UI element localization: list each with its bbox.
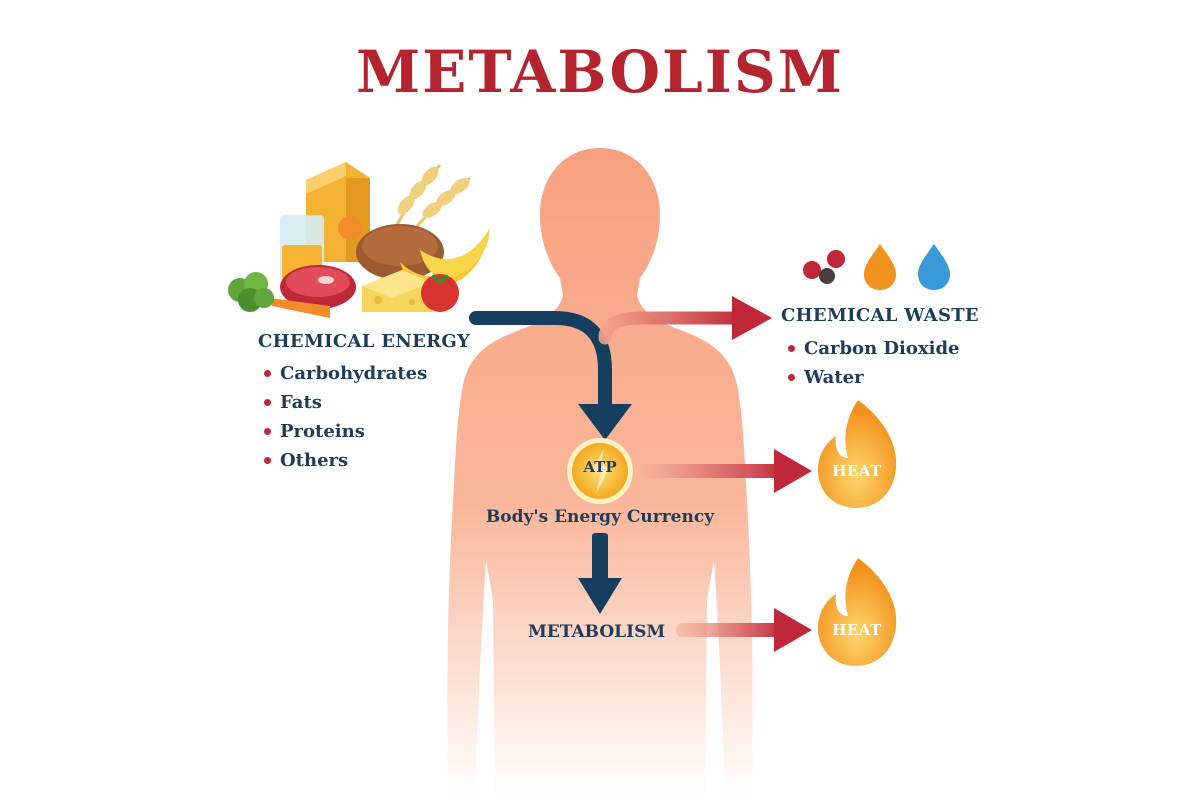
bullet-icon xyxy=(264,457,271,464)
list-item: Carbohydrates xyxy=(264,359,427,388)
chemical-waste-heading: CHEMICAL WASTE xyxy=(781,305,979,326)
atp-label: ATP xyxy=(583,458,617,476)
bullet-icon xyxy=(264,370,271,377)
list-item: Fats xyxy=(264,388,427,417)
page-title: METABOLISM xyxy=(355,38,845,106)
atp-coin-icon xyxy=(567,438,633,504)
list-item: Proteins xyxy=(264,417,427,446)
heat-label-bottom: HEAT xyxy=(832,621,882,639)
arrow-atp-to-heat xyxy=(640,464,782,478)
food-group-icon xyxy=(228,162,490,318)
bullet-icon xyxy=(264,428,271,435)
water-drop-icon xyxy=(918,244,950,290)
arrow-food-to-atp xyxy=(469,311,612,417)
oil-drop-icon xyxy=(864,244,896,290)
arrow-atp-to-metabolism xyxy=(592,533,608,585)
list-item: Carbon Dioxide xyxy=(788,334,959,363)
metabolism-label: METABOLISM xyxy=(528,622,666,642)
arrow-metabolism-to-heat-head xyxy=(774,608,812,652)
arrow-atp-to-heat-head xyxy=(774,449,812,493)
arrow-to-waste xyxy=(598,311,747,345)
arrow-to-waste-head xyxy=(732,296,772,340)
flame-icon xyxy=(818,400,897,508)
arrow-metabolism-to-heat xyxy=(676,623,782,637)
bullet-icon xyxy=(264,399,271,406)
bullet-icon xyxy=(788,374,795,381)
chemical-waste-list: Carbon Dioxide Water xyxy=(788,334,959,392)
bullet-icon xyxy=(788,345,795,352)
list-item: Water xyxy=(788,363,959,392)
heat-label-top: HEAT xyxy=(832,462,882,480)
list-item: Others xyxy=(264,446,427,475)
flame-icon xyxy=(818,558,897,666)
molecule-icon xyxy=(803,250,845,284)
arrow-atp-to-metabolism-head xyxy=(578,578,622,614)
atp-caption: Body's Energy Currency xyxy=(485,507,715,527)
chemical-energy-list: Carbohydrates Fats Proteins Others xyxy=(264,359,427,475)
chemical-energy-heading: CHEMICAL ENERGY xyxy=(258,331,471,352)
arrow-food-to-atp-head xyxy=(578,404,632,440)
